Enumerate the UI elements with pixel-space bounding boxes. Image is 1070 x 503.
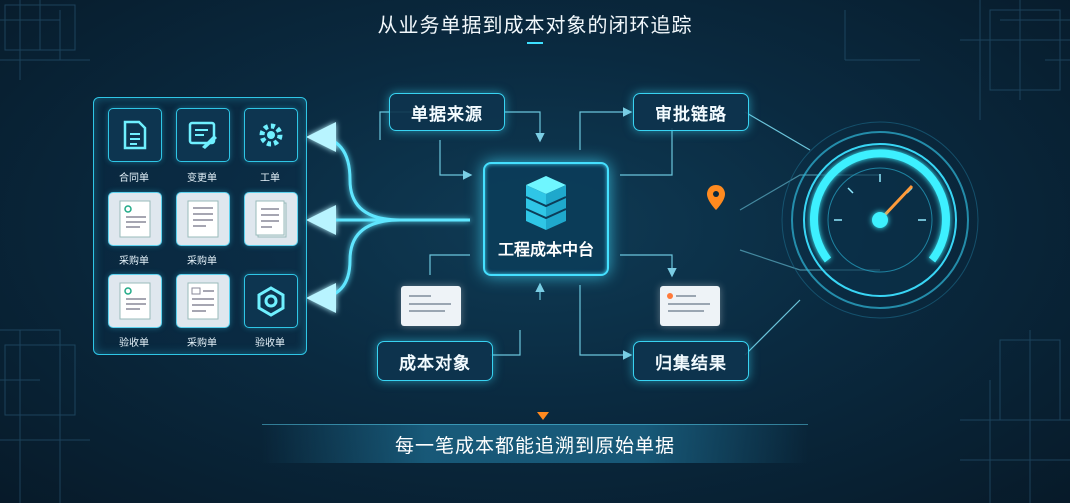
info-card <box>401 286 461 326</box>
hexagon-icon[interactable] <box>244 274 298 328</box>
document-label: 验收单 <box>119 338 149 349</box>
info-card <box>660 286 720 326</box>
document-label: 采购单 <box>119 256 149 267</box>
paper-doc-icon[interactable] <box>176 192 230 246</box>
title-underline <box>527 42 543 44</box>
gear-icon[interactable] <box>244 108 298 162</box>
stack-icon <box>525 176 567 230</box>
document-label: 变更单 <box>187 173 217 184</box>
gauge-dial <box>781 121 979 319</box>
document-label: 采购单 <box>187 256 217 267</box>
hub-node[interactable]: 工程成本中台 <box>483 162 609 276</box>
paper-doc-icon[interactable] <box>108 192 162 246</box>
node-approval[interactable]: 审批链路 <box>633 93 749 131</box>
document-panel: 合同单 变更单 工单 采购单 采购单 验收单 采购单 验收单 <box>93 97 307 355</box>
down-arrow-icon <box>537 412 549 420</box>
location-pin-icon <box>707 185 725 210</box>
footer-banner: 每一笔成本都能追溯到原始单据 <box>262 424 808 463</box>
document-label: 验收单 <box>255 338 285 349</box>
node-source[interactable]: 单据来源 <box>389 93 505 131</box>
form-icon[interactable] <box>176 274 230 328</box>
document-label: 工单 <box>260 173 280 184</box>
edit-icon[interactable] <box>176 108 230 162</box>
paper-doc-icon[interactable] <box>244 192 298 246</box>
hub-label: 工程成本中台 <box>497 240 594 259</box>
node-cost-object[interactable]: 成本对象 <box>377 341 493 381</box>
page-title: 从业务单据到成本对象的闭环追踪 <box>377 13 693 37</box>
document-icon[interactable] <box>108 108 162 162</box>
document-label: 合同单 <box>119 173 149 184</box>
document-label: 采购单 <box>187 338 217 349</box>
paper-doc-icon[interactable] <box>108 274 162 328</box>
left-connectors <box>306 122 470 313</box>
node-result[interactable]: 归集结果 <box>633 341 749 381</box>
